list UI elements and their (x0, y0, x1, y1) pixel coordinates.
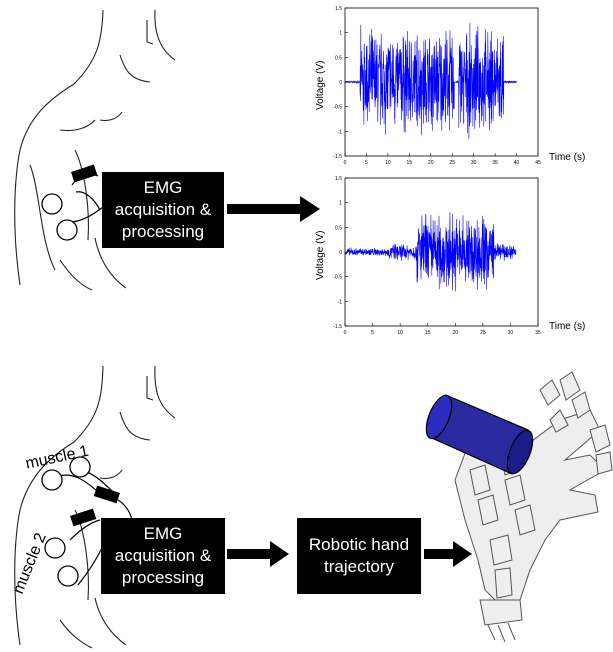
y-tick-label: 1.5 (335, 176, 342, 182)
x-tick-label: 40 (514, 160, 520, 166)
x-tick-label: 20 (453, 330, 459, 336)
x-tick-label: 45 (535, 160, 541, 166)
y-tick-label: -1.5 (333, 154, 342, 160)
muscle2-electrode-b (58, 566, 78, 586)
x-tick-label: 25 (449, 160, 455, 166)
emg-plot-1: 0 5 10 15 20 25 30 35 40 45 1.5 1 0.5 0 -0.5 -1 -1.5 (333, 6, 541, 166)
plot1-ylabel: Voltage (V) (315, 61, 326, 110)
robot-box-line2: trajectory (324, 556, 394, 578)
torso-sketch-top (15, 10, 175, 290)
x-tick-label: 15 (407, 160, 413, 166)
x-tick-label: 35 (492, 160, 498, 166)
x-tick-label: 0 (344, 160, 347, 166)
plot1-xlabel: Time (s) (549, 152, 585, 163)
y-tick-label: -1 (338, 299, 343, 305)
x-tick-label: 20 (428, 160, 434, 166)
y-tick-label: 1.5 (335, 6, 342, 12)
y-tick-label: -0.5 (333, 105, 342, 111)
y-tick-label: -0.5 (333, 275, 342, 281)
y-tick-label: 0 (339, 80, 342, 86)
bottom-box-line1: EMG (144, 523, 183, 545)
x-tick-label: 30 (471, 160, 477, 166)
y-tick-label: 1 (339, 201, 342, 207)
plot2-ylabel: Voltage (V) (315, 231, 326, 280)
arrow-to-robot-box (227, 541, 289, 567)
robot-box-line1: Robotic hand (309, 534, 409, 556)
x-tick-label: 10 (397, 330, 403, 336)
electrode-top (42, 165, 106, 240)
top-box-line2: acquisition & (115, 199, 211, 221)
y-tick-label: 0.5 (335, 225, 342, 231)
emg-plot-2: 0 5 10 15 20 25 30 35 1.5 1 0.5 0 -0.5 -1 -1.5 (333, 176, 541, 336)
top-box-line3: processing (122, 221, 204, 243)
x-tick-label: 5 (365, 160, 368, 166)
emg-acquisition-box-top: EMG acquisition & processing (102, 172, 224, 248)
y-tick-label: 0.5 (335, 55, 342, 61)
x-tick-label: 30 (508, 330, 514, 336)
top-box-line1: EMG (144, 177, 183, 199)
y-tick-label: -1.5 (333, 324, 342, 330)
x-tick-label: 35 (535, 330, 541, 336)
plot2-xlabel: Time (s) (549, 321, 585, 332)
x-tick-label: 10 (385, 160, 391, 166)
bottom-box-line2: acquisition & (115, 545, 211, 567)
torso-sketch-bottom (15, 366, 175, 648)
x-tick-label: 25 (480, 330, 486, 336)
y-tick-label: -1 (338, 129, 343, 135)
x-tick-label: 5 (371, 330, 374, 336)
x-tick-label: 15 (425, 330, 431, 336)
muscle1-electrode-a (42, 470, 62, 490)
arrow-to-plots (227, 196, 320, 222)
emg-acquisition-box-bottom: EMG acquisition & processing (101, 518, 225, 594)
bottom-box-line3: processing (122, 567, 204, 589)
x-tick-label: 0 (344, 330, 347, 336)
robotic-hand-trajectory-box: Robotic hand trajectory (297, 518, 421, 594)
arrow-to-hand (424, 541, 472, 567)
y-tick-label: 0 (339, 250, 342, 256)
plot2-frame (345, 178, 538, 326)
y-tick-label: 1 (339, 31, 342, 37)
